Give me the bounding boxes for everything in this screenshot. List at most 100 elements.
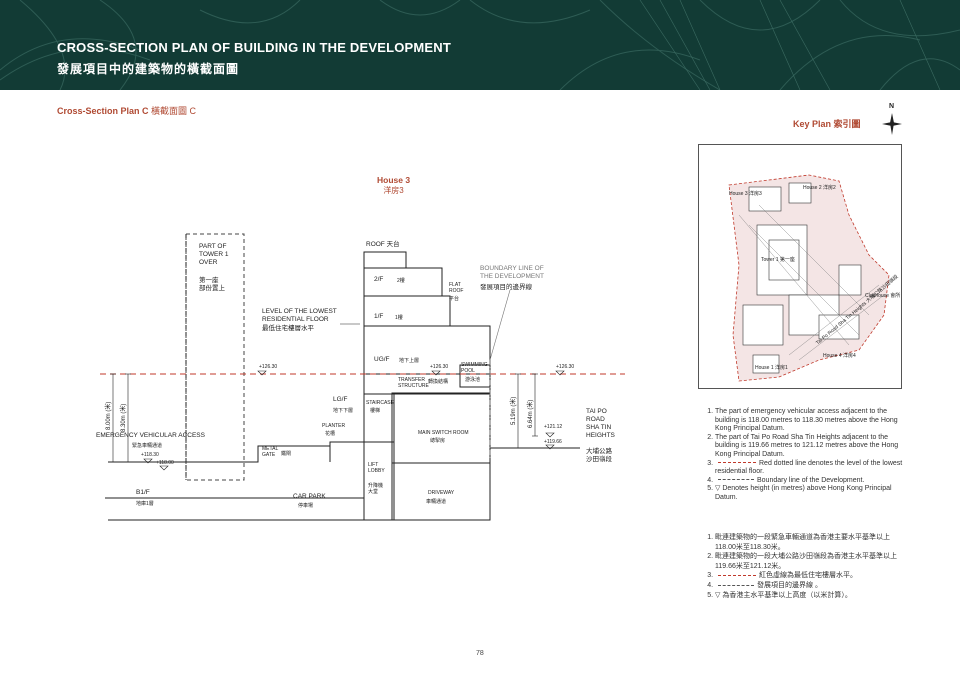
house-label-zh: 洋房3 (383, 186, 404, 195)
switch-room (391, 392, 491, 464)
floor-b1f-label-zh: 地庫1層 (136, 501, 154, 507)
note-en-3-text: Red dotted line denotes the level of the… (715, 459, 903, 476)
planter-label-zh: 花槽 (325, 431, 336, 437)
roof-level (363, 251, 407, 269)
floor-2f-label: 2/F (374, 276, 384, 283)
boundary-line-symbol (718, 479, 754, 481)
note-en-4: Boundary line of the Development. (715, 477, 910, 486)
page-header: CROSS-SECTION PLAN OF BUILDING IN THE DE… (0, 0, 960, 90)
metal-gate-label-zh: 鐵閘 (281, 451, 292, 457)
note-en-5-text: Denotes height (in metres) above Hong Ko… (715, 485, 892, 501)
tower-1-outline (185, 233, 245, 481)
dim-8-00: 8.00m (米) (104, 402, 112, 430)
note-zh-5: ▽ 為香港主水平基準以上高度（以米計算）。 (715, 591, 910, 601)
level-126-30-mid: +126.30 (430, 364, 449, 370)
page-number: 78 (476, 650, 484, 657)
note-zh-4: 發展項目的邊界線 。 (715, 581, 910, 591)
eva-ground (108, 441, 364, 463)
staircase-label-en: STAIRCASE (366, 400, 394, 406)
note-en-3: Red dotted line denotes the level of the… (715, 460, 910, 477)
pool-label-zh: 游泳池 (465, 377, 481, 383)
floor-2f-label-zh: 2樓 (397, 278, 405, 284)
triangle-icon-zh: ▽ (715, 591, 721, 599)
key-plan-label-house-3: House 3 洋房3 (729, 191, 762, 197)
floor-1f-label-zh: 1樓 (395, 315, 403, 321)
page-title: CROSS-SECTION PLAN OF BUILDING IN THE DE… (57, 40, 452, 55)
planter-label-en: PLANTER (322, 423, 346, 429)
note-en-2: The part of Tai Po Road Sha Tin Heights … (715, 434, 910, 460)
floor-1f-label: 1/F (374, 313, 384, 320)
level-121-12: +121.12 (544, 424, 563, 430)
floor-b1f-label: B1/F (136, 489, 150, 496)
note-zh-3: 紅色虛線為最低住宅樓層水平。 (715, 571, 910, 581)
floor-lgf-label: LG/F (333, 396, 348, 403)
red-dotted-line-symbol (718, 462, 756, 464)
note-en-4-text: Boundary line of the Development. (757, 476, 865, 484)
eva-label-zh: 緊急車輛通道 (132, 443, 163, 449)
note-zh-3-text: 紅色虛線為最低住宅樓層水平。 (759, 572, 857, 580)
lowest-level-label-zh: 最低住宅樓層水平 (262, 325, 314, 332)
floor-ugf-label-zh: 地下上層 (399, 358, 420, 364)
boundary-label-zh: 發展項目的邊界線 (480, 284, 532, 291)
floor-ugf-label: UG/F (374, 356, 390, 363)
notes-chinese: 毗連建築物的一段緊急車輛通道為香港主要水平基準以上118.00米至118.30米… (700, 533, 910, 600)
switch-room-label-zh: 總掣房 (430, 438, 446, 444)
level-126-30-left: +126.30 (259, 364, 278, 370)
notes-english: The part of emergency vehicular access a… (700, 408, 910, 503)
transfer-label-zh: 轉換結構 (428, 379, 449, 385)
level-119-66: +119.66 (544, 439, 562, 445)
car-park-label-en: CAR PARK (293, 493, 326, 500)
subheading-en: Cross-Section Plan C (57, 106, 149, 116)
level-118-30: +118.30 (141, 452, 159, 458)
north-label: N (889, 103, 895, 110)
page-title-zh: 發展項目中的建築物的橫截面圖 (57, 62, 240, 76)
key-plan-label-clubhouse: Clubhouse 會所 (865, 293, 901, 299)
driveway-label-en: DRIVEWAY (428, 490, 455, 496)
level-126-30-right: +126.30 (556, 364, 575, 370)
triangle-icon: ▽ (715, 485, 721, 493)
road-label-zh: 大埔公路沙田嶺段 (586, 448, 612, 463)
eva-label-en: EMERGENCY VEHICULAR ACCESS (96, 432, 205, 439)
swimming-pool (459, 364, 491, 388)
staircase-label-zh: 樓梯 (370, 408, 381, 414)
note-zh-5-text: 為香港主水平基準以上高度（以米計算）。 (722, 591, 852, 599)
dim-8-30: 8.30m (米) (119, 404, 127, 432)
key-plan-map: House 3 洋房3 Tower 1 第一座 House 2 洋房2 Club… (698, 144, 902, 389)
dim-5-19: 5.19m (米) (509, 397, 517, 425)
car-park-label-zh: 停車場 (298, 503, 314, 509)
north-arrow-icon: N (880, 103, 904, 137)
house-label-en: House 3 (377, 175, 411, 185)
level-118-00: +118.00 (156, 460, 174, 466)
key-plan-label-house-1: House 1 洋房1 (755, 365, 788, 371)
note-en-5: ▽ Denotes height (in metres) above Hong … (715, 485, 910, 502)
dim-6-64: 6.64m (米) (526, 400, 534, 428)
lift-lobby (363, 441, 395, 521)
roof-label: ROOF 天台 (366, 241, 400, 248)
key-plan-label-house-4: House 4 洋房4 (823, 353, 856, 359)
key-plan-label-tower-1: Tower 1 第一座 (761, 257, 795, 263)
flat-roof-label-zh: 平台 (449, 296, 460, 302)
key-plan-label: Key Plan 索引圖 (793, 119, 861, 129)
switch-room-label-en: MAIN SWITCH ROOM (418, 430, 469, 436)
floor-1f (363, 295, 451, 327)
note-zh-2: 毗連建築物的一段大埔公路沙田嶺段為香港主水平基準以上119.66米至121.12… (715, 552, 910, 571)
note-en-1: The part of emergency vehicular access a… (715, 408, 910, 434)
red-dotted-line-symbol-zh (718, 575, 756, 577)
floor-lgf-label-zh: 地下下層 (333, 408, 354, 414)
tower-label-zh: 第一座部份置上 (199, 277, 225, 292)
note-zh-4-text: 發展項目的邊界線 。 (757, 581, 822, 589)
lift-lobby-label-zh: 升降機大堂 (368, 483, 384, 495)
subheading-zh: 橫截面圖 C (151, 106, 197, 116)
leaf-pattern-decoration (0, 0, 960, 90)
key-plan-label-house-2: House 2 洋房2 (803, 185, 836, 191)
